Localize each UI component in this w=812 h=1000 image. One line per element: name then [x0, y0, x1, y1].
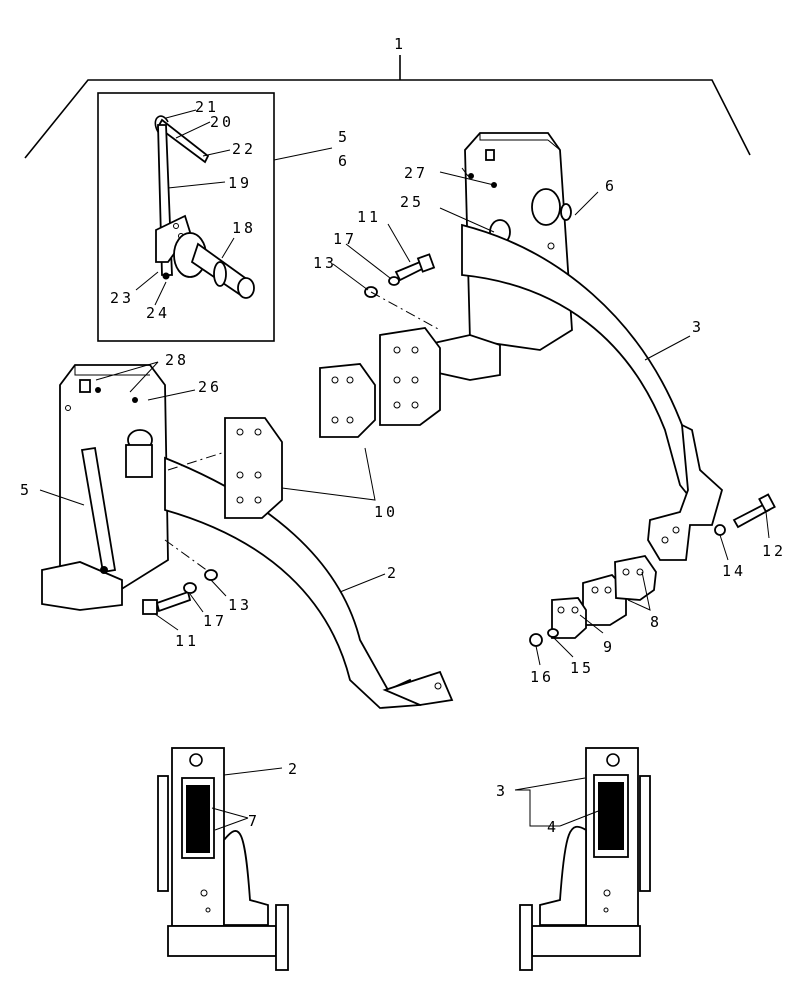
callout-24: 24	[146, 304, 170, 322]
callout-20: 20	[210, 113, 234, 131]
callout-22: 22	[232, 140, 256, 158]
callout-7: 7	[248, 812, 260, 830]
right-arm-assembly	[319, 132, 724, 561]
callout-9: 9	[603, 638, 615, 656]
callout-1: 1	[394, 35, 406, 53]
callout-2: 2	[387, 564, 399, 582]
callout-11b: 11	[175, 632, 199, 650]
callout-28: 28	[165, 351, 189, 369]
leader-lines	[39, 167, 770, 831]
callout-13: 13	[313, 254, 337, 272]
callout-3b: 3	[496, 782, 508, 800]
callout-labels: 1 21 20 22 5 6 19 18 23 24 27 6 25 11 17…	[20, 35, 786, 836]
callout-25: 25	[400, 193, 424, 211]
callout-6b: 6	[605, 177, 617, 195]
callout-19: 19	[228, 174, 252, 192]
callout-8: 8	[650, 613, 662, 631]
callout-17b: 17	[203, 612, 227, 630]
callout-16: 16	[530, 668, 554, 686]
callout-3: 3	[692, 318, 704, 336]
detail-inset	[97, 92, 333, 342]
callout-17: 17	[333, 230, 357, 248]
hardware-right	[529, 493, 776, 647]
callout-5: 5	[338, 128, 350, 146]
callout-27: 27	[404, 164, 428, 182]
left-arm-assembly	[41, 364, 454, 709]
callout-14: 14	[722, 562, 746, 580]
callout-11: 11	[357, 208, 381, 226]
callout-13b: 13	[228, 596, 252, 614]
callout-6: 6	[338, 152, 350, 170]
callout-10: 10	[374, 503, 398, 521]
bottom-right-view	[519, 747, 651, 971]
callout-2b: 2	[288, 760, 300, 778]
callout-21: 21	[195, 98, 219, 116]
assembly-bracket	[24, 55, 751, 159]
callout-26: 26	[198, 378, 222, 396]
callout-4: 4	[547, 818, 559, 836]
callout-5b: 5	[20, 481, 32, 499]
callout-12: 12	[762, 542, 786, 560]
callout-23: 23	[110, 289, 134, 307]
bottom-left-view	[157, 747, 289, 971]
callout-18: 18	[232, 219, 256, 237]
callout-15: 15	[570, 659, 594, 677]
